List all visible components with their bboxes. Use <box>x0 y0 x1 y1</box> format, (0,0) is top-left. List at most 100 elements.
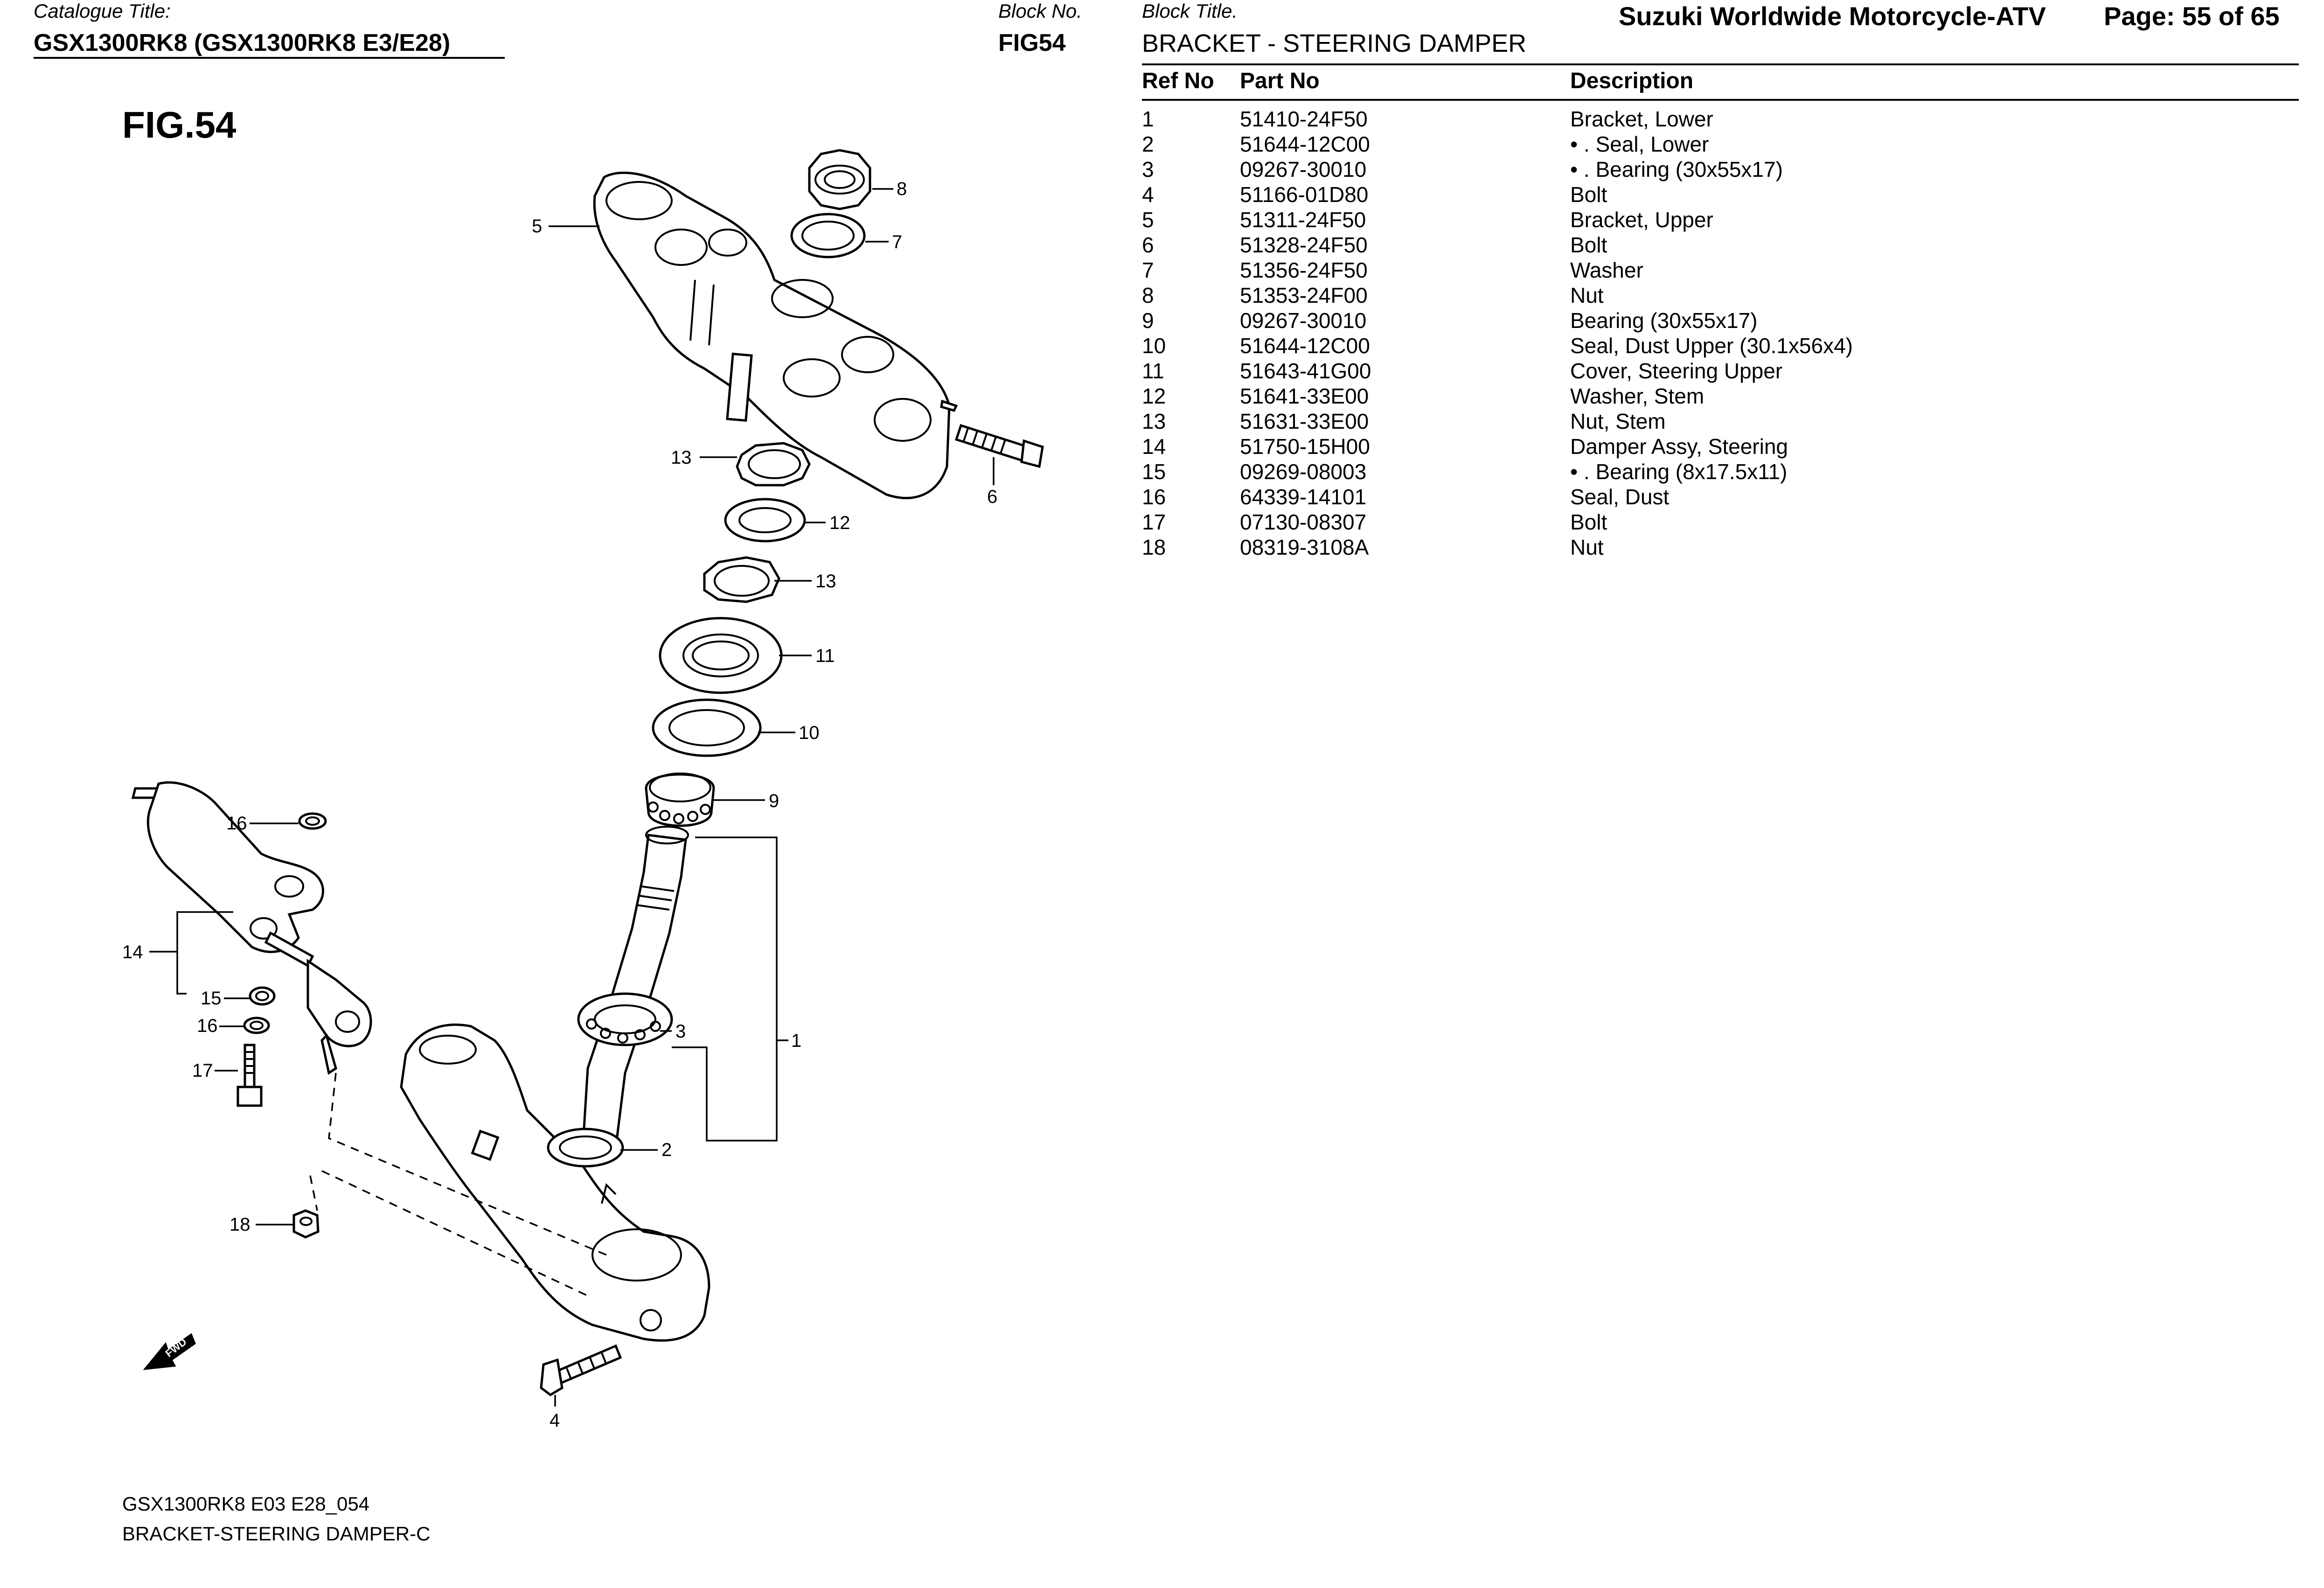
cover-11-drawing <box>659 617 783 694</box>
description: Seal, Dust <box>1570 485 1670 509</box>
description: Washer <box>1570 258 1643 282</box>
table-row: 1 51410-24F50 Bracket, Lower <box>1142 106 2299 132</box>
nut-18-drawing <box>292 1209 320 1239</box>
block-title: BRACKET - STEERING DAMPER <box>1142 29 1527 57</box>
callout-13a: 13 <box>671 447 692 468</box>
leader-14 <box>149 911 233 995</box>
description: Bracket, Upper <box>1570 208 1713 232</box>
part-no: 09267-30010 <box>1240 157 1367 181</box>
callout-12: 12 <box>829 513 850 533</box>
table-row: 16 64339-14101 Seal, Dust <box>1142 484 2299 509</box>
description: • . Bearing (30x55x17) <box>1570 157 1783 181</box>
leader-1 <box>672 836 788 1142</box>
description: Damper Assy, Steering <box>1570 434 1788 459</box>
part-no: 51750-15H00 <box>1240 434 1370 459</box>
callout-6: 6 <box>987 487 997 507</box>
ref-no: 17 <box>1142 510 1166 534</box>
footer-caption: BRACKET-STEERING DAMPER-C <box>122 1523 431 1545</box>
ref-no: 12 <box>1142 384 1166 408</box>
table-row: 11 51643-41G00 Cover, Steering Upper <box>1142 358 2299 383</box>
description: Nut <box>1570 535 1604 559</box>
description: Bearing (30x55x17) <box>1570 308 1758 333</box>
callout-9: 9 <box>769 791 779 811</box>
catalogue-title-label: Catalogue Title: <box>34 0 171 22</box>
part-no: 51643-41G00 <box>1240 359 1371 383</box>
ref-no: 18 <box>1142 535 1166 559</box>
figure-title: FIG.54 <box>122 104 237 146</box>
description: • . Seal, Lower <box>1570 132 1709 156</box>
description: Bracket, Lower <box>1570 107 1713 131</box>
table-head-rule <box>1142 99 2299 101</box>
ref-no: 10 <box>1142 334 1166 358</box>
description: Seal, Dust Upper (30.1x56x4) <box>1570 334 1853 358</box>
col-head-desc: Description <box>1570 69 1694 93</box>
part-no: 51644-12C00 <box>1240 334 1370 358</box>
steering-damper-drawing <box>131 781 372 1075</box>
catalogue-title: GSX1300RK8 (GSX1300RK8 E3/E28) <box>34 29 451 56</box>
bearing-3-drawing <box>577 992 673 1046</box>
callout-15: 15 <box>201 988 222 1009</box>
callout-13b: 13 <box>815 571 836 592</box>
table-row: 3 09267-30010 • . Bearing (30x55x17) <box>1142 157 2299 182</box>
part-no: 51631-33E00 <box>1240 409 1369 433</box>
ref-no: 9 <box>1142 308 1154 333</box>
part-no: 51166-01D80 <box>1240 182 1369 207</box>
part-no: 51356-24F50 <box>1240 258 1368 282</box>
callout-8: 8 <box>897 179 907 199</box>
bearing-15-drawing <box>249 986 276 1006</box>
part-no: 09269-08003 <box>1240 460 1367 484</box>
seal-16b-drawing <box>243 1017 270 1034</box>
table-row: 5 51311-24F50 Bracket, Upper <box>1142 207 2299 232</box>
footer-code: GSX1300RK8 E03 E28_054 <box>122 1493 370 1515</box>
col-head-part: Part No <box>1240 69 1320 93</box>
callout-11: 11 <box>815 646 835 666</box>
description: • . Bearing (8x17.5x11) <box>1570 460 1788 484</box>
part-no: 51410-24F50 <box>1240 107 1368 131</box>
bearing-9-drawing <box>645 773 715 827</box>
callout-4: 4 <box>550 1410 560 1431</box>
table-row: 2 51644-12C00 • . Seal, Lower <box>1142 132 2299 157</box>
washer-7-drawing <box>790 213 866 258</box>
bolt-4-drawing <box>540 1344 622 1397</box>
page-indicator: Page: 55 of 65 <box>2104 1 2280 31</box>
lower-seal-2-drawing <box>547 1128 624 1168</box>
ref-no: 11 <box>1142 359 1164 383</box>
part-no: 51644-12C00 <box>1240 132 1370 156</box>
part-no: 51328-24F50 <box>1240 233 1368 257</box>
part-no: 09267-30010 <box>1240 308 1367 333</box>
bolt-17-drawing <box>237 1044 263 1107</box>
col-head-ref: Ref No <box>1142 69 1214 93</box>
part-no: 51311-24F50 <box>1240 208 1366 232</box>
dust-seal-10-drawing <box>652 698 762 757</box>
ref-no: 3 <box>1142 157 1154 181</box>
description: Washer, Stem <box>1570 384 1705 408</box>
part-no: 51353-24F00 <box>1240 283 1368 307</box>
exploded-parts-diagram: 5 8 7 6 13 12 13 11 10 9 1 2 3 4 14 16 1… <box>122 149 1044 1431</box>
callout-14: 14 <box>122 942 143 962</box>
table-row: 9 09267-30010 Bearing (30x55x17) <box>1142 308 2299 333</box>
part-no: 64339-14101 <box>1240 485 1367 509</box>
table-row: 10 51644-12C00 Seal, Dust Upper (30.1x56x4… <box>1142 333 2299 358</box>
fwd-arrow-icon: FWD <box>143 1333 196 1370</box>
description: Cover, Steering Upper <box>1570 359 1783 383</box>
callout-1: 1 <box>791 1031 801 1051</box>
upper-bracket-drawing <box>593 171 958 499</box>
ref-no: 6 <box>1142 233 1154 257</box>
assembly-line-nut-18 <box>309 1170 591 1298</box>
ref-no: 5 <box>1142 208 1154 232</box>
stem-nut-13a-drawing <box>736 442 811 487</box>
ref-no: 2 <box>1142 132 1154 156</box>
ref-no: 1 <box>1142 107 1154 131</box>
ref-no: 16 <box>1142 485 1166 509</box>
description: Nut <box>1570 283 1604 307</box>
